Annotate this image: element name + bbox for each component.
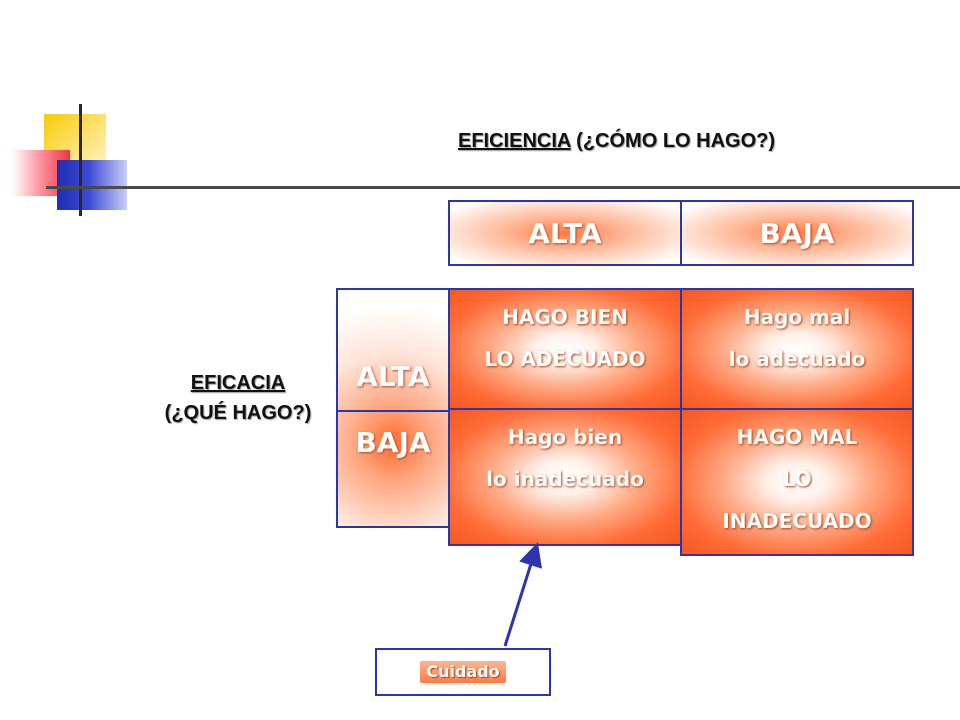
efficacy-heading-sub: (¿QUÉ HAGO?) xyxy=(164,402,312,424)
cell-line: lo inadecuado xyxy=(486,467,644,491)
cell-baja-baja: HAGO MAL LO INADECUADO xyxy=(680,408,914,556)
cell-line: Hago bien xyxy=(507,425,623,449)
cell-line: LO xyxy=(782,467,812,491)
arrow-line xyxy=(503,542,543,647)
row-header-box: ALTA BAJA xyxy=(336,288,450,528)
logo-vertical-line xyxy=(79,104,82,216)
note-label: Cuidado xyxy=(420,661,506,683)
efficiency-heading-sub: (¿CÓMO LO HAGO?) xyxy=(570,130,776,152)
cell-line: lo adecuado xyxy=(728,347,866,371)
row-header-alta: ALTA xyxy=(356,360,430,393)
cell-line: Hago mal xyxy=(743,305,851,329)
cell-line: INADECUADO xyxy=(722,509,872,533)
cell-line: LO ADECUADO xyxy=(484,347,646,371)
column-header-baja: BAJA xyxy=(680,200,914,266)
cell-alta-baja: Hago mal lo adecuado xyxy=(680,288,914,410)
efficacy-heading: EFICACIA (¿QUÉ HAGO?) xyxy=(126,368,350,428)
cell-baja-alta: Hago bien lo inadecuado xyxy=(448,408,682,546)
row-header-divider xyxy=(338,410,450,412)
logo-blue-square xyxy=(57,160,127,210)
note-box: Cuidado xyxy=(375,648,551,696)
column-header-alta: ALTA xyxy=(448,200,682,266)
header-divider-line xyxy=(46,186,960,189)
efficiency-heading-main: EFICIENCIA xyxy=(458,130,571,152)
cell-line: HAGO MAL xyxy=(736,425,858,449)
cell-line: HAGO BIEN xyxy=(502,305,628,329)
efficiency-heading: EFICIENCIA (¿CÓMO LO HAGO?) xyxy=(458,130,775,153)
row-header-baja: BAJA xyxy=(355,426,431,459)
efficacy-heading-main: EFICACIA xyxy=(190,372,286,394)
